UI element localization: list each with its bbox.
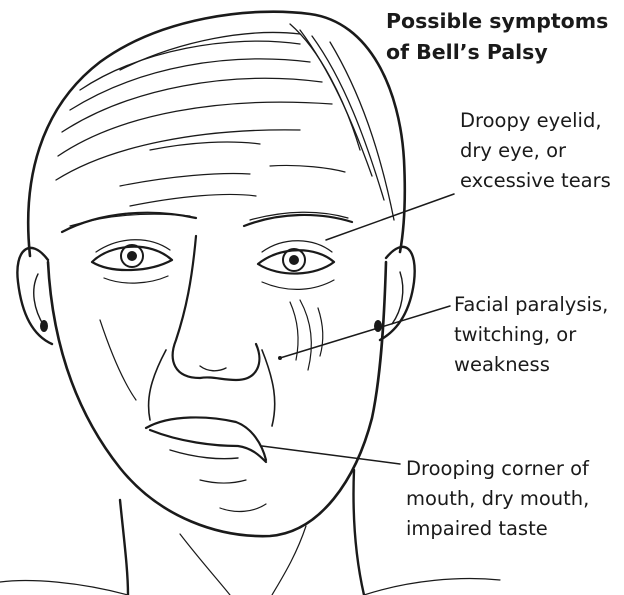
face-outline — [48, 262, 386, 536]
callout-cheek-line: twitching, or — [454, 320, 608, 350]
nose — [173, 236, 260, 380]
callout-cheek-line: weakness — [454, 350, 608, 380]
right-eye — [258, 241, 334, 290]
hair-outline — [28, 12, 405, 256]
forehead-creases — [120, 142, 345, 206]
callout-eye-line: excessive tears — [460, 166, 611, 196]
callout-eye-line: dry eye, or — [460, 136, 611, 166]
callout-cheek-line: Facial paralysis, — [454, 290, 608, 320]
hair-strands — [56, 24, 394, 220]
title-line-2: of Bell’s Palsy — [386, 37, 622, 68]
callout-mouth-line: impaired taste — [406, 514, 589, 544]
cheek-lines — [100, 300, 323, 400]
title-line-1: Possible symptoms — [386, 6, 622, 37]
callout-cheek: Facial paralysis, twitching, or weakness — [454, 290, 608, 380]
callout-mouth: Drooping corner of mouth, dry mouth, imp… — [406, 454, 589, 544]
mouth — [146, 417, 266, 483]
callout-eye-line: Droopy eyelid, — [460, 106, 611, 136]
neck — [120, 470, 364, 595]
diagram-title: Possible symptoms of Bell’s Palsy — [386, 6, 622, 68]
callout-mouth-line: Drooping corner of — [406, 454, 589, 484]
left-eye — [92, 240, 172, 283]
right-eyebrow — [244, 215, 352, 226]
callout-mouth-line: mouth, dry mouth, — [406, 484, 589, 514]
leader-line-cheek — [280, 306, 450, 358]
leader-line-mouth — [262, 446, 400, 464]
callout-eye: Droopy eyelid, dry eye, or excessive tea… — [460, 106, 611, 196]
